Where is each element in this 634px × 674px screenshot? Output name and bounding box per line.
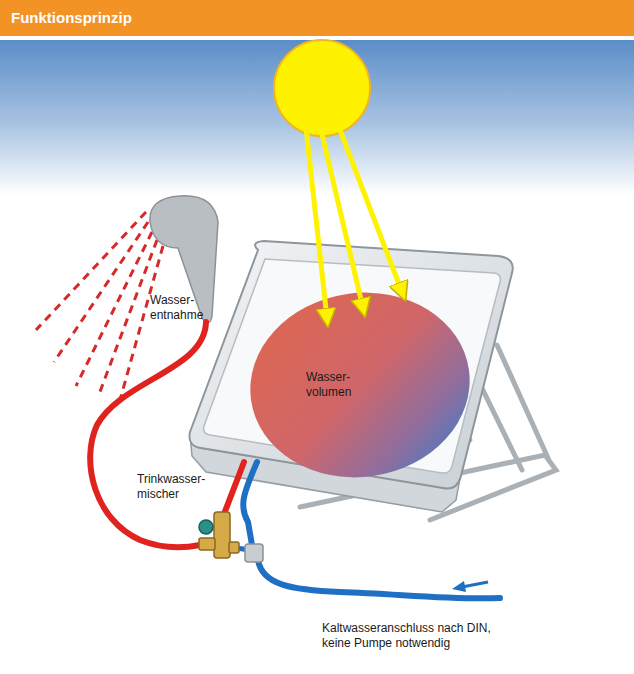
cold-feed-pipe [243,462,257,545]
cold-water-main [258,560,500,598]
water-volume: Wasser- volumen [245,285,475,485]
sun-ray [322,134,363,308]
sun [274,40,370,136]
flow-arrow [462,582,488,587]
mixer-inlet [199,538,215,550]
mixer-knob [199,520,213,534]
mixer-outlet [229,542,239,553]
shower-head [150,196,218,323]
water-volume-shape [245,285,475,485]
cold-water-label: Kaltwasseranschluss nach DIN, keine Pump… [322,621,512,651]
water-spray [36,212,163,400]
outlet-label: Wasser- entnahme [150,293,212,323]
pipe-fitting [245,544,263,562]
sun-ray [340,130,402,292]
mixer-body [214,512,230,558]
water-volume-ellipse [245,285,475,485]
mixer-label: Trinkwasser- mischer [137,472,217,502]
header-title: Funktionsprinzip [11,9,132,26]
node-text: Wasser- volumen [306,370,368,400]
flow-arrowhead [452,581,466,592]
sun-ray [306,128,327,318]
sky [0,40,634,195]
hot-water-hose [90,322,206,547]
